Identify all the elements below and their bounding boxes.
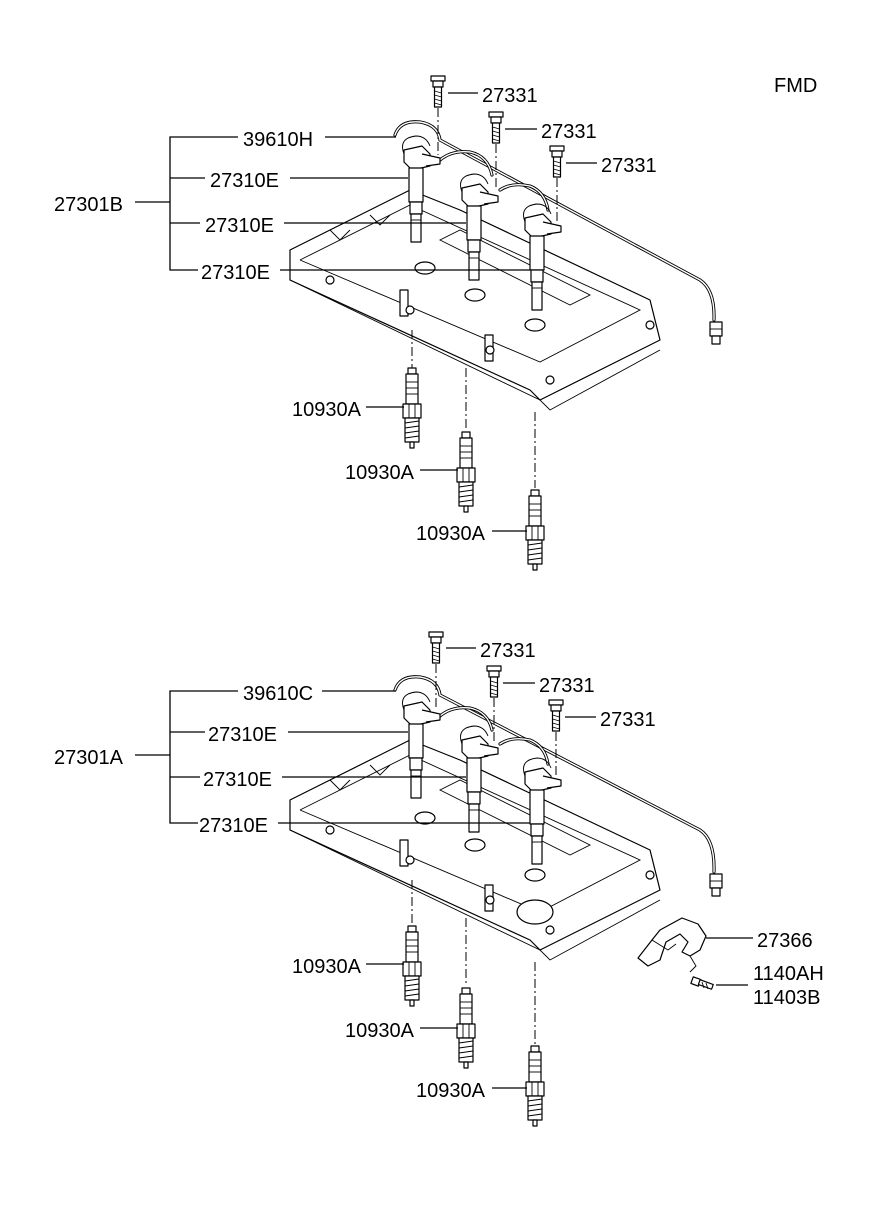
lower-harness-label: 39610C: [243, 683, 313, 705]
lower-oil-filler-cap: [516, 899, 554, 925]
upper-bolt-label-1: 27331: [482, 85, 538, 107]
lower-bolt-label-1: 27331: [480, 640, 536, 662]
lower-bolt-label-2: 27331: [539, 675, 595, 697]
lower-plug-label-3: 10930A: [416, 1080, 486, 1102]
lower-spark-plug-3: [525, 1045, 545, 1127]
lower-plug-label-1: 10930A: [292, 956, 362, 978]
lower-bolt-2: [486, 665, 502, 698]
upper-coil-label-3: 27310E: [201, 262, 270, 284]
lower-assembly: 27301A 39610C 27310E 27310E 27310E 27331…: [54, 631, 824, 1127]
lower-spark-plug-1: [402, 925, 422, 1007]
upper-spark-plug-1: [402, 367, 422, 449]
lower-coil-label-2: 27310E: [203, 769, 272, 791]
lower-plug-label-2: 10930A: [345, 1020, 415, 1042]
upper-harness-connector: [709, 321, 723, 345]
upper-plug-label-2: 10930A: [345, 462, 415, 484]
lower-assembly-label: 27301A: [54, 747, 124, 769]
lower-harness-connector: [709, 873, 723, 897]
upper-bolt-1: [430, 75, 446, 108]
upper-plug-label-1: 10930A: [292, 399, 362, 421]
upper-coil-label-1: 27310E: [210, 170, 279, 192]
upper-harness-label: 39610H: [243, 129, 313, 151]
lower-coil-label-3: 27310E: [199, 815, 268, 837]
lower-bolt-1: [428, 631, 444, 664]
upper-assembly-label: 27301B: [54, 194, 123, 216]
upper-spark-plug-2: [456, 431, 476, 513]
lower-bracket-bolt-label-2: 11403B: [753, 987, 820, 1009]
upper-assembly: 27301B 39610H 27310E 27310E 27310E 27331…: [54, 75, 723, 571]
lower-coil-label-1: 27310E: [208, 724, 277, 746]
upper-bolt-2: [488, 111, 504, 144]
lower-bracket-label: 27366: [757, 930, 813, 952]
upper-bolt-label-3: 27331: [601, 155, 657, 177]
lower-bolt-label-3: 27331: [600, 709, 656, 731]
diagram-code-label: FMD: [774, 75, 817, 97]
upper-coil-label-2: 27310E: [205, 215, 274, 237]
lower-spark-plug-2: [456, 987, 476, 1069]
lower-bracket-bolt: [690, 976, 714, 990]
lower-bracket-bolt-label-1: 1140AH: [753, 963, 824, 985]
lower-bolt-3: [548, 699, 564, 732]
lower-bracket: [637, 917, 707, 973]
upper-plug-label-3: 10930A: [416, 523, 486, 545]
upper-bolt-3: [549, 145, 565, 178]
upper-spark-plug-3: [525, 489, 545, 571]
upper-bolt-label-2: 27331: [541, 121, 597, 143]
